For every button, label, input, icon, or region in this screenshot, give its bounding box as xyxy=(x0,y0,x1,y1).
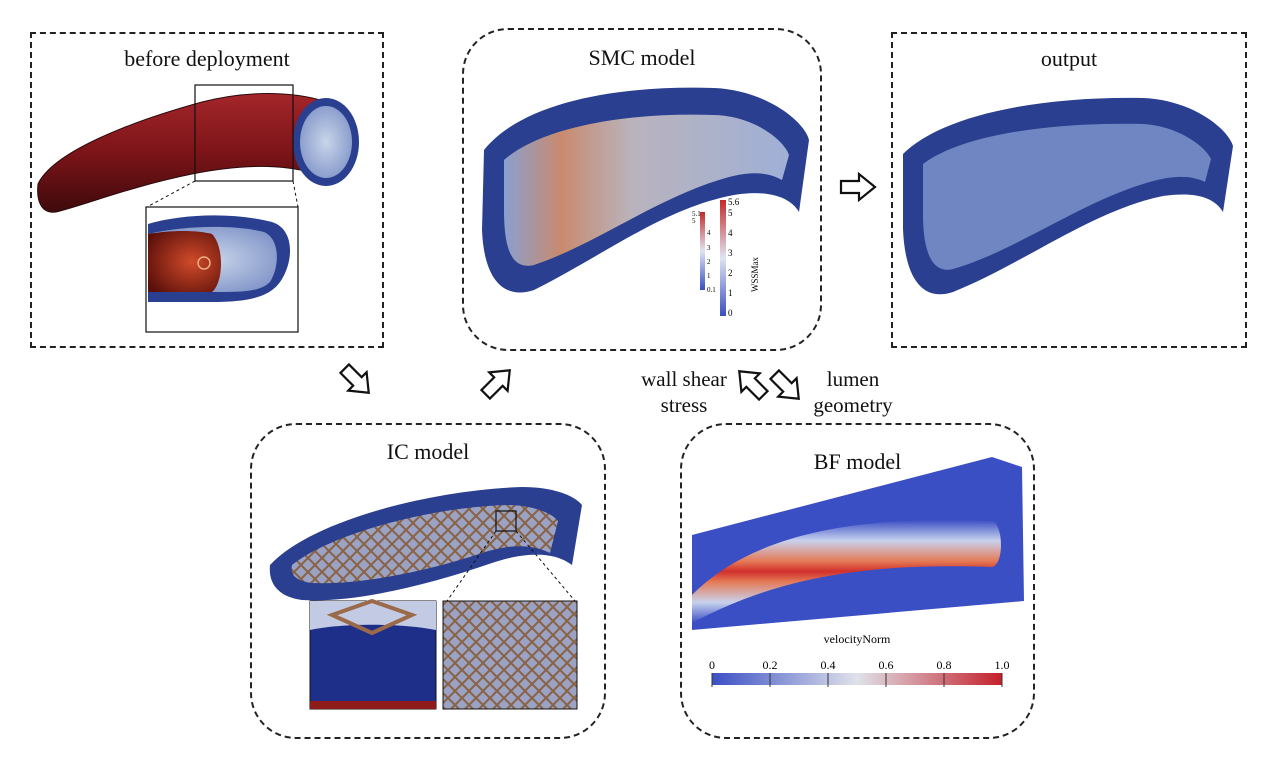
velocity-colorbar xyxy=(712,673,1002,685)
wss-tick-outer-5: 1 xyxy=(728,288,733,298)
ic-model-title: IC model xyxy=(386,439,470,464)
ic-model-panel: IC model xyxy=(250,423,606,739)
stent-mesh xyxy=(291,505,558,584)
bf-flow-field: velocityNorm 0 0.2 0.4 0.6 0.8 1.0 xyxy=(692,457,1024,687)
arrow-before-to-ic xyxy=(334,358,380,404)
wss-tick-outer-4: 2 xyxy=(728,268,733,278)
bf-model-panel: BF model veloci xyxy=(680,423,1035,739)
velocity-tick-label: 0 xyxy=(709,658,715,672)
smc-inner-surface xyxy=(504,114,789,266)
wss-tick-outer-2: 4 xyxy=(728,228,733,238)
smc-vessel-section: 5.1 5 4 3 2 1 0.1 5.6 5 4 3 2 1 0 WSSMax xyxy=(482,87,809,318)
arrow-ic-to-smc xyxy=(475,359,521,405)
output-vessel-section xyxy=(903,97,1233,295)
smc-model-panel: SMC model 5.1 5 xyxy=(462,28,822,351)
wss-tick-outer-0: 5.6 xyxy=(728,197,740,207)
wss-colorbar-inner xyxy=(700,212,705,290)
zoom-box xyxy=(194,84,294,182)
before-deployment-panel: before deployment xyxy=(30,32,384,348)
wss-colorbar-outer xyxy=(720,200,726,316)
wss-tick-outer-1: 5 xyxy=(728,208,733,218)
wss-tick-inner-1: 5 xyxy=(692,217,696,225)
balloon xyxy=(148,231,221,292)
vessel-illustration xyxy=(37,84,359,333)
velocity-colorbar-label: velocityNorm xyxy=(824,632,891,646)
bf-model-title: BF model xyxy=(813,449,902,474)
arrow-smc-to-output xyxy=(839,172,877,202)
smc-model-title: SMC model xyxy=(588,45,696,70)
output-panel: output xyxy=(891,32,1247,348)
velocity-tick-label: 0.6 xyxy=(879,658,894,672)
velocity-tick-label: 1.0 xyxy=(995,658,1010,672)
ic-inset-right xyxy=(442,600,578,710)
wss-tick-inner-5: 1 xyxy=(707,272,711,280)
output-title: output xyxy=(1040,46,1098,71)
lumen-geometry-label: lumen geometry xyxy=(813,367,893,417)
wss-colorbar-label: WSSMax xyxy=(750,256,760,292)
wss-tick-inner-2: 4 xyxy=(707,229,711,237)
wss-tick-inner-4: 2 xyxy=(707,258,711,266)
wss-tick-inner-3: 3 xyxy=(707,244,711,252)
before-deployment-title: before deployment xyxy=(124,46,290,71)
velocity-tick-label: 0.4 xyxy=(821,658,836,672)
ic-vessel-section xyxy=(269,487,582,710)
velocity-tick-label: 0.2 xyxy=(763,658,778,672)
wss-tick-outer-3: 3 xyxy=(728,248,733,258)
wall-shear-stress-label: wall shear stress xyxy=(641,367,727,417)
bf-velocity-jet xyxy=(692,519,1001,623)
vessel-tube xyxy=(37,93,335,213)
wss-tick-inner-6: 0.1 xyxy=(707,286,716,294)
velocity-tick-label: 0.8 xyxy=(937,658,952,672)
wss-tick-inner-0: 5.1 xyxy=(692,210,701,218)
wss-tick-outer-6: 0 xyxy=(728,308,733,318)
